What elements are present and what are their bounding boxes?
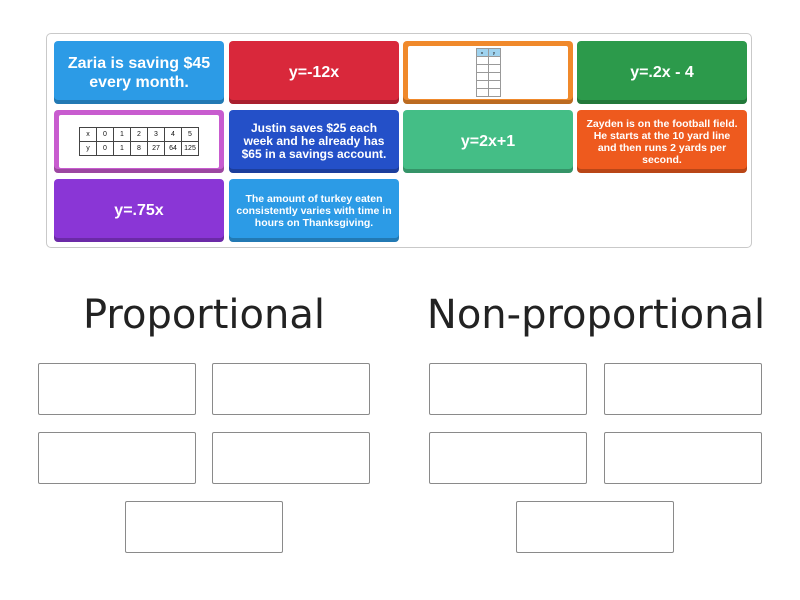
group-heading-non-proportional: Non-proportional bbox=[426, 292, 766, 338]
table-cell: 125 bbox=[181, 141, 199, 156]
tile-equation-y-075x[interactable]: y=.75x bbox=[54, 179, 224, 242]
non-proportional-drop-slot[interactable] bbox=[429, 363, 587, 415]
table-cell: 5 bbox=[181, 127, 199, 142]
table-row bbox=[475, 88, 501, 97]
table-cell: 64 bbox=[164, 141, 182, 156]
table-cell: x bbox=[79, 127, 97, 142]
tile-zaria-saving[interactable]: Zaria is saving $45 every month. bbox=[54, 41, 224, 104]
table-cell: 2 bbox=[130, 127, 148, 142]
tile-text: y=.2x - 4 bbox=[630, 64, 694, 81]
table-cell: 1 bbox=[113, 127, 131, 142]
group-heading-proportional: Proportional bbox=[82, 292, 325, 338]
tile-text: Justin saves $25 each week and he alread… bbox=[241, 121, 387, 161]
non-proportional-drop-slot[interactable] bbox=[604, 363, 762, 415]
table-cell: 3 bbox=[147, 127, 165, 142]
tile-equation-y-02x-minus-4[interactable]: y=.2x - 4 bbox=[577, 41, 747, 104]
table-cell: y bbox=[79, 141, 97, 156]
tile-zayden-football[interactable]: Zayden is on the football field. He star… bbox=[577, 110, 747, 173]
proportional-drop-slot[interactable] bbox=[212, 432, 370, 484]
tile-justin-saves[interactable]: Justin saves $25 each week and he alread… bbox=[229, 110, 399, 173]
table-cell bbox=[487, 56, 501, 65]
table-cell: 0 bbox=[96, 141, 114, 156]
table-row bbox=[475, 64, 501, 73]
table-cell bbox=[475, 72, 489, 81]
non-proportional-drop-slot[interactable] bbox=[429, 432, 587, 484]
tile-text: y=.75x bbox=[114, 202, 164, 219]
tile-equation-y-neg12x[interactable]: y=-12x bbox=[229, 41, 399, 104]
tile-equation-y-2x-plus-1[interactable]: y=2x+1 bbox=[403, 110, 573, 173]
table-cell bbox=[475, 64, 489, 73]
table-cell: 0 bbox=[96, 127, 114, 142]
table-row bbox=[475, 72, 501, 81]
table-row bbox=[475, 56, 501, 65]
table-cell bbox=[475, 80, 489, 89]
tile-turkey-eaten[interactable]: The amount of turkey eaten consistently … bbox=[229, 179, 399, 242]
proportional-drop-slot[interactable] bbox=[125, 501, 283, 553]
table-cell: x bbox=[475, 48, 489, 57]
proportional-drop-slot[interactable] bbox=[38, 432, 196, 484]
table-cell: 27 bbox=[147, 141, 165, 156]
table-cell bbox=[487, 80, 501, 89]
tile-text: Zaria is saving $45 every month. bbox=[67, 54, 211, 91]
table-cell bbox=[487, 72, 501, 81]
table-cell: 1 bbox=[113, 141, 131, 156]
non-proportional-drop-slot[interactable] bbox=[516, 501, 674, 553]
table-cell bbox=[475, 88, 489, 97]
non-proportional-drop-slot[interactable] bbox=[604, 432, 762, 484]
table-cell bbox=[475, 56, 489, 65]
proportional-drop-slot[interactable] bbox=[38, 363, 196, 415]
tile-text: y=-12x bbox=[288, 64, 340, 81]
table-cell bbox=[487, 88, 501, 97]
tile-text: The amount of turkey eaten consistently … bbox=[236, 192, 392, 229]
proportional-drop-slot[interactable] bbox=[212, 363, 370, 415]
table-cell: y bbox=[487, 48, 501, 57]
tile-text: y=2x+1 bbox=[460, 133, 516, 150]
table-row bbox=[475, 80, 501, 89]
tile-text: Zayden is on the football field. He star… bbox=[586, 117, 738, 166]
table-cell bbox=[487, 64, 501, 73]
table-cell: 4 bbox=[164, 127, 182, 142]
table-cell: 8 bbox=[130, 141, 148, 156]
